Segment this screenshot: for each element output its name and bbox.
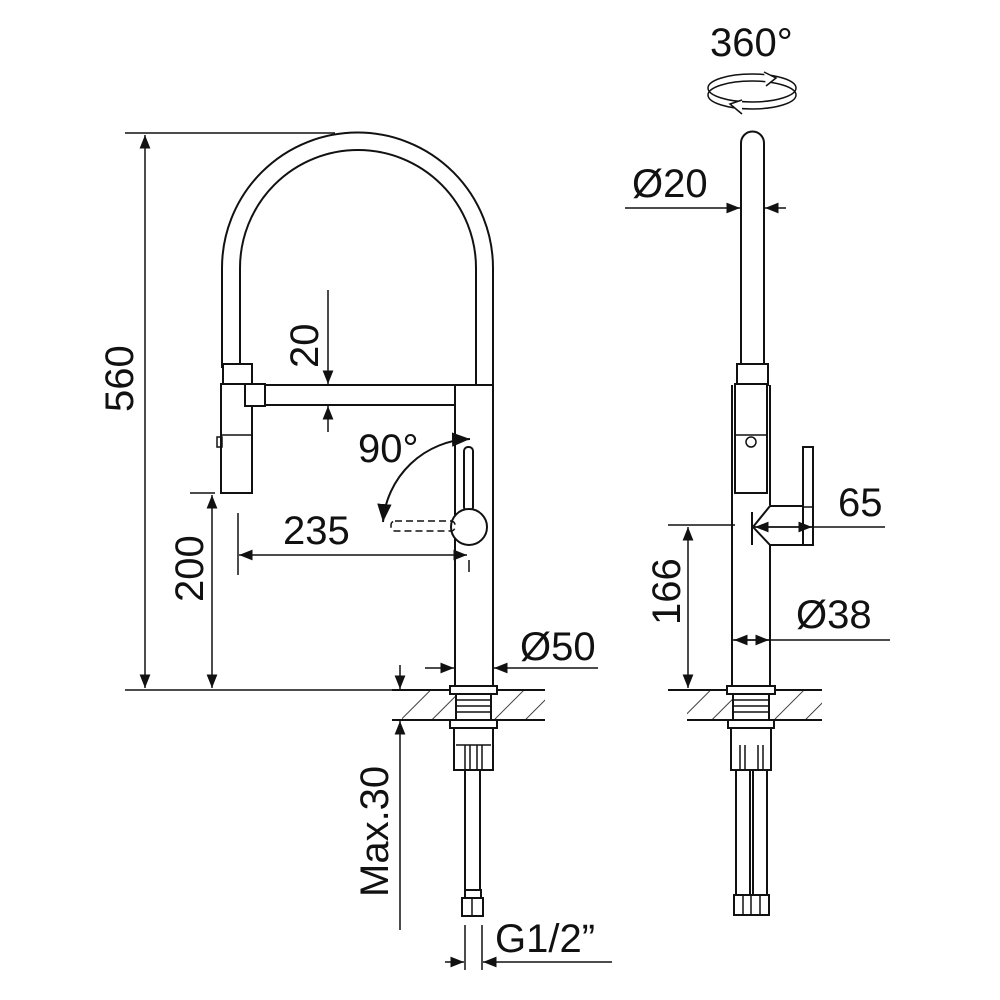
- front-view: 90° 560 200 20: [98, 131, 612, 970]
- rotate-360-icon: [707, 71, 797, 115]
- supply-hose: [464, 769, 481, 896]
- side-sleeve-slots: [739, 745, 764, 770]
- side-spout-tube: [740, 130, 765, 366]
- mounting-sleeve: [453, 727, 494, 771]
- side-spray-top: [736, 363, 769, 386]
- lever-angle-label: 90°: [358, 427, 419, 471]
- dim-label-50: Ø50: [520, 625, 596, 669]
- side-view: 360°: [625, 21, 890, 916]
- dim-label-65: 65: [838, 481, 883, 525]
- thread-lines: [456, 699, 491, 713]
- side-base-flange: [726, 685, 776, 695]
- hose-collar: [464, 889, 482, 899]
- spout-arch: [221, 131, 494, 387]
- dim-label-g12: G1/2”: [495, 917, 595, 961]
- dim-label-d38: Ø38: [796, 593, 872, 637]
- spray-head-top: [222, 363, 253, 386]
- spout-arch-inner: [239, 149, 477, 387]
- side-spray-head: [734, 383, 768, 494]
- sleeve-slots: [456, 744, 491, 770]
- dim-label-235: 235: [283, 509, 350, 553]
- base-flange: [449, 685, 498, 695]
- side-mounting-sleeve: [730, 727, 772, 771]
- lever-handle: [463, 446, 474, 512]
- dim-label-20: 20: [283, 324, 327, 369]
- rotation-label: 360°: [710, 21, 793, 65]
- dim-label-d20: Ø20: [632, 162, 708, 206]
- spray-button: [216, 436, 223, 448]
- side-base-thread: [732, 693, 770, 721]
- side-lever-handle: [802, 446, 814, 546]
- dim-label-max30: Max.30: [353, 766, 397, 897]
- side-hose-left: [735, 769, 751, 896]
- side-hose-right: [752, 769, 768, 896]
- side-mounting-nut: [727, 719, 775, 729]
- dim-label-166: 166: [645, 558, 689, 625]
- lever-angle-arc: [377, 432, 471, 523]
- spray-head-clip: [244, 383, 266, 407]
- mounting-nut: [449, 719, 498, 729]
- side-lever-connector: [751, 505, 804, 546]
- lever-open-position: [390, 520, 456, 532]
- side-thread-lines: [733, 699, 769, 713]
- side-fitting-lines: [742, 895, 761, 915]
- base-thread: [455, 693, 492, 721]
- side-spray-button: [745, 436, 757, 448]
- dim-label-200: 200: [168, 535, 212, 602]
- lever-hub: [450, 508, 488, 546]
- dim-label-560: 560: [98, 345, 142, 412]
